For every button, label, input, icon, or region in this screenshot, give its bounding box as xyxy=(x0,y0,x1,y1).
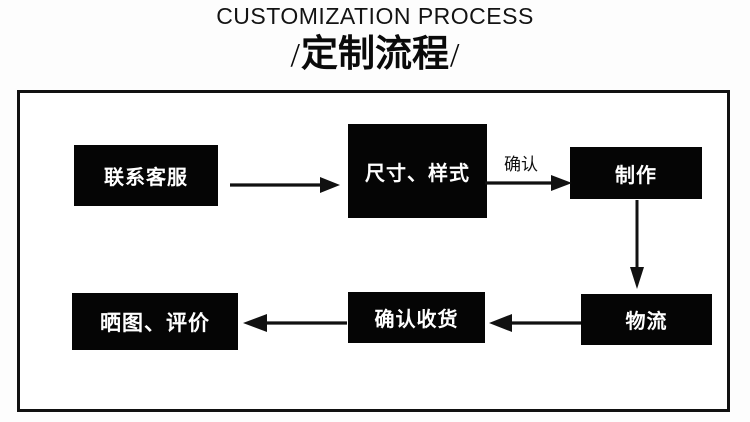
step-box-receive[interactable]: 确认收货 xyxy=(348,292,485,343)
arrow-label-confirm: 确认 xyxy=(504,155,538,175)
step-box-logistics[interactable]: 物流 xyxy=(581,294,712,345)
slash-left-decoration: / xyxy=(290,37,300,74)
step-box-make[interactable]: 制作 xyxy=(570,147,702,199)
slash-right-decoration: / xyxy=(450,37,460,74)
arrow-contact-to-spec-icon xyxy=(230,177,340,193)
step-box-review[interactable]: 晒图、评价 xyxy=(72,293,238,350)
arrow-make-to-logistics-icon xyxy=(630,200,644,289)
step-box-contact[interactable]: 联系客服 xyxy=(74,145,218,206)
page-title-chinese-text: 定制流程 xyxy=(301,32,449,75)
arrow-logistics-to-receive-icon xyxy=(489,314,581,332)
page-title-english: CUSTOMIZATION PROCESS xyxy=(216,3,534,29)
step-box-spec[interactable]: 尺寸、样式 xyxy=(348,124,487,218)
arrow-spec-to-make-icon xyxy=(485,175,572,191)
page-title-chinese: /定制流程/ xyxy=(0,31,750,79)
arrow-receive-to-review-icon xyxy=(243,314,347,332)
